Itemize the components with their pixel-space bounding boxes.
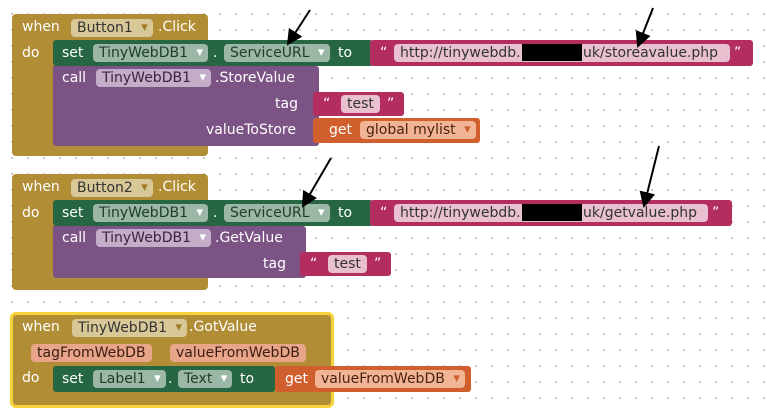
get-valuefromwebdb-block[interactable]: get valueFromWebDB	[275, 366, 471, 392]
set-keyword: set	[62, 45, 84, 61]
arrow-2	[635, 7, 654, 48]
dot-separator: .	[213, 45, 218, 61]
text-url-block-2[interactable]: “ http://tinywebdb. uk/getvalue.php ”	[370, 200, 732, 226]
variable-dropdown[interactable]: global mylist	[360, 121, 476, 139]
when-keyword: when	[22, 179, 60, 195]
arrow-1	[286, 9, 311, 46]
set-component-dropdown[interactable]: TinyWebDB1	[93, 204, 208, 222]
component-dropdown-button2[interactable]: Button2	[71, 179, 153, 197]
set-serviceurl-block-1[interactable]: set TinyWebDB1 . ServiceURL to	[53, 40, 373, 66]
event-name: .Click	[158, 19, 196, 35]
set-component-dropdown[interactable]: TinyWebDB1	[93, 44, 208, 62]
tag-text-field[interactable]: test	[328, 255, 367, 273]
text-tag-block-1[interactable]: “ test ”	[313, 92, 404, 116]
get-keyword: get	[285, 371, 308, 387]
when-keyword: when	[22, 319, 60, 335]
component-dropdown-button1[interactable]: Button1	[71, 19, 153, 37]
tag-label: tag	[275, 96, 298, 112]
call-keyword: call	[62, 230, 87, 246]
arrow-4	[639, 145, 660, 208]
quote-close: ”	[734, 45, 742, 61]
when-keyword: when	[22, 19, 60, 35]
quote-open: “	[323, 96, 331, 112]
call-keyword: call	[62, 70, 87, 86]
url-prefix: http://tinywebdb.	[400, 205, 521, 221]
tag-text-field[interactable]: test	[341, 95, 380, 113]
do-keyword: do	[22, 205, 40, 221]
set-label1-text-block[interactable]: set Label1 . Text to	[53, 366, 275, 392]
dot-separator: .	[168, 371, 173, 387]
call-storevalue-block[interactable]: call TinyWebDB1 .StoreValue tag valueToS…	[53, 66, 319, 146]
quote-close: ”	[387, 96, 395, 112]
call-component-dropdown[interactable]: TinyWebDB1	[96, 69, 211, 87]
event-name: .Click	[158, 179, 196, 195]
url-suffix: uk/storeavalue.php	[583, 45, 719, 61]
do-keyword: do	[22, 370, 40, 386]
event-name: .GotValue	[189, 319, 257, 335]
variable-dropdown[interactable]: valueFromWebDB	[315, 370, 465, 388]
to-keyword: to	[240, 371, 255, 387]
redaction-bar	[522, 204, 582, 221]
quote-open: “	[380, 205, 388, 221]
redaction-bar	[522, 44, 582, 61]
url-suffix: uk/getvalue.php	[583, 205, 698, 221]
set-keyword: set	[62, 205, 84, 221]
quote-open: “	[380, 45, 388, 61]
call-component-dropdown[interactable]: TinyWebDB1	[96, 229, 211, 247]
do-keyword: do	[22, 45, 40, 61]
method-name: .GetValue	[215, 230, 283, 246]
property-dropdown-serviceurl[interactable]: ServiceURL	[224, 204, 330, 222]
set-keyword: set	[62, 371, 84, 387]
arrow-3	[301, 157, 332, 208]
tag-label: tag	[263, 256, 286, 272]
quote-open: “	[310, 256, 318, 272]
call-getvalue-block[interactable]: call TinyWebDB1 .GetValue tag	[53, 226, 306, 278]
dot-separator: .	[213, 205, 218, 221]
text-url-block-1[interactable]: “ http://tinywebdb. uk/storeavalue.php ”	[370, 40, 753, 66]
quote-close: ”	[374, 256, 382, 272]
method-name: .StoreValue	[215, 70, 295, 86]
param-valuefromwebdb[interactable]: valueFromWebDB	[170, 344, 306, 362]
url-prefix: http://tinywebdb.	[400, 45, 521, 61]
to-keyword: to	[338, 45, 353, 61]
property-dropdown-text[interactable]: Text	[178, 370, 233, 388]
param-tagfromwebdb[interactable]: tagFromWebDB	[31, 344, 152, 362]
text-tag-block-2[interactable]: “ test ”	[300, 252, 391, 276]
component-dropdown-tinywebdb1[interactable]: TinyWebDB1	[72, 319, 187, 337]
property-dropdown-serviceurl[interactable]: ServiceURL	[224, 44, 330, 62]
set-serviceurl-block-2[interactable]: set TinyWebDB1 . ServiceURL to	[53, 200, 373, 226]
set-component-dropdown[interactable]: Label1	[93, 370, 166, 388]
value-to-store-label: valueToStore	[206, 122, 296, 138]
to-keyword: to	[338, 205, 353, 221]
get-global-mylist-block[interactable]: get global mylist	[313, 118, 480, 143]
get-keyword: get	[329, 122, 352, 138]
quote-close: ”	[712, 205, 720, 221]
